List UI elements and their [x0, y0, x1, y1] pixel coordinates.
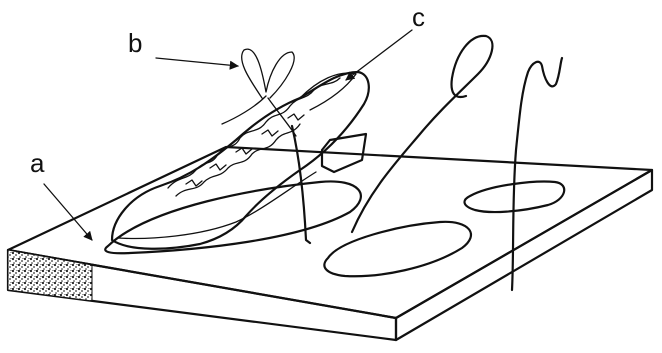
- lace-left: [352, 36, 492, 232]
- shoe-lace-bow: [222, 49, 296, 136]
- arrow-a: [44, 184, 92, 240]
- board-top-surface: [8, 147, 652, 318]
- shoe-sole-line: [118, 172, 316, 238]
- board-right-face: [396, 170, 652, 340]
- shoe-ruffle: [168, 78, 340, 196]
- label-b: b: [128, 28, 142, 58]
- label-c: c: [412, 2, 425, 32]
- lace-right: [512, 58, 562, 290]
- label-a: a: [30, 148, 45, 178]
- board-front-texture: [8, 250, 92, 301]
- board: [8, 147, 652, 340]
- slot-middle: [324, 222, 471, 276]
- arrow-c: [346, 30, 412, 80]
- board-slots: [105, 181, 564, 276]
- arrow-b: [156, 58, 238, 66]
